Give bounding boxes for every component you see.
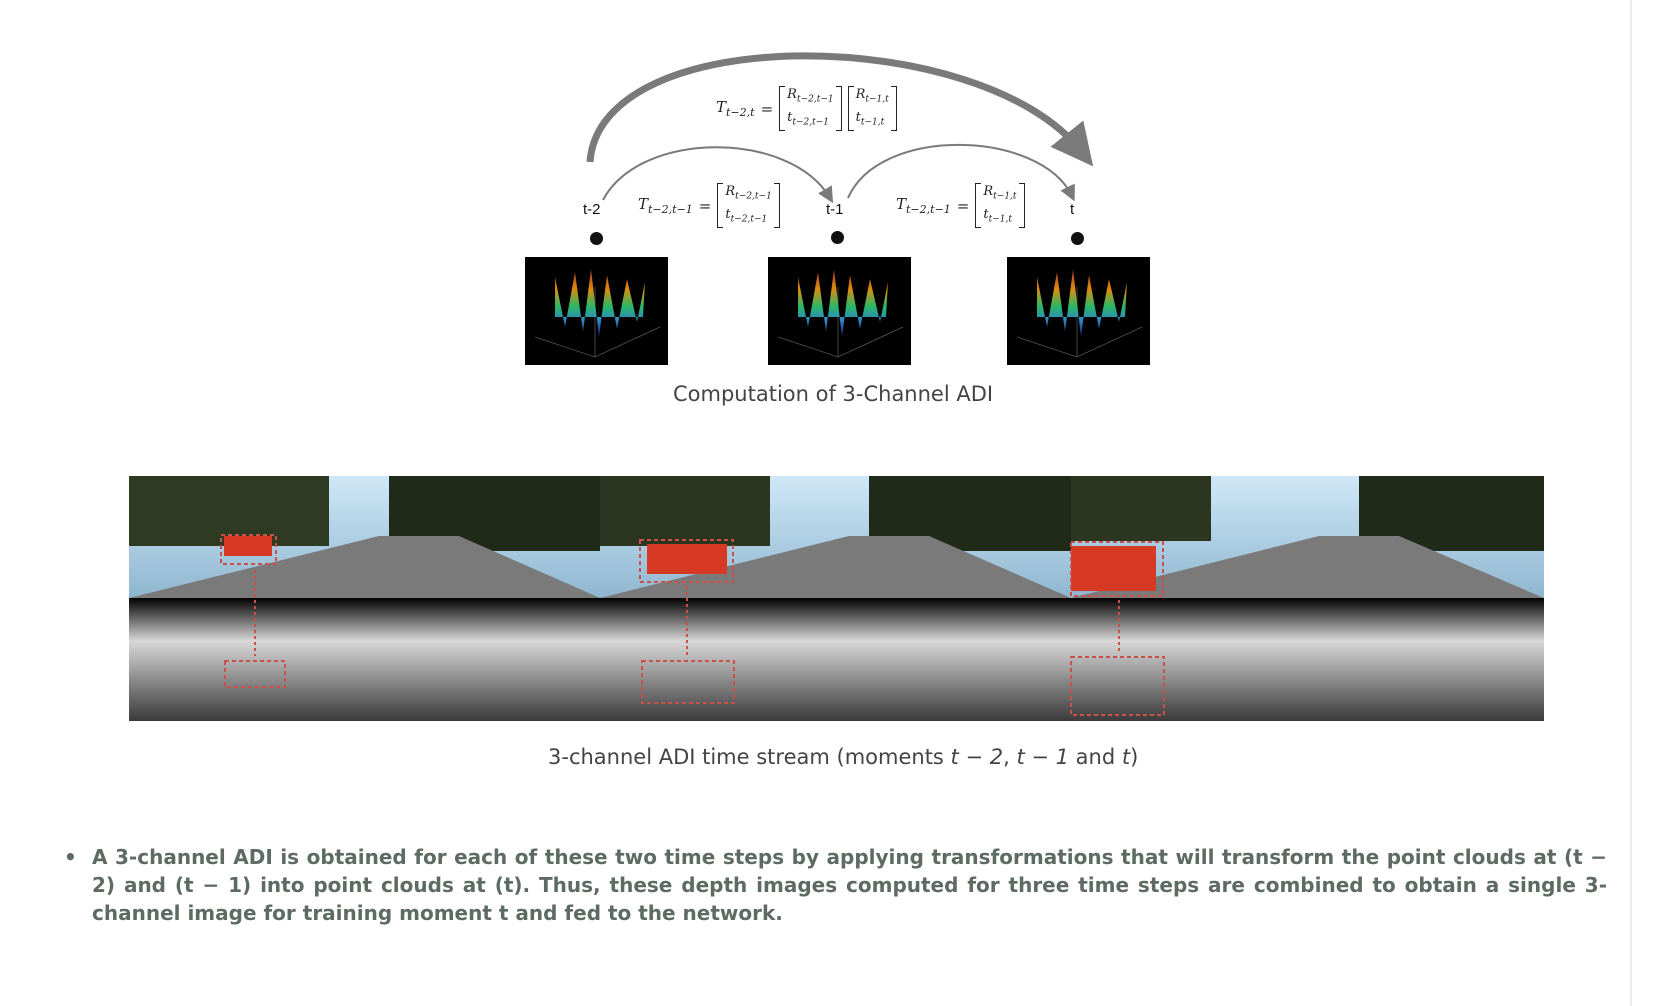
time-dot-t (1071, 232, 1084, 245)
point-cloud-plot-t (1007, 257, 1150, 365)
arrow-big (586, 52, 1094, 167)
depth-images (129, 598, 1544, 721)
stream-caption: 3-channel ADI time stream (moments t − 2… (548, 745, 1139, 769)
transform-arrows (586, 52, 1094, 204)
time-dot-t-2 (590, 232, 603, 245)
formula-top: Tt−2,t = Rt−2,t−1 tt−2,t−1 Rt−1,t tt−1,t (716, 86, 897, 132)
top-caption: Computation of 3-Channel ADI (673, 382, 994, 406)
matrix-2: Rt−1,t tt−1,t (847, 86, 897, 132)
time-label-t-2: t-2 (583, 201, 601, 218)
correspondence-arrows (254, 570, 1120, 656)
point-cloud-plot-t-2 (525, 257, 668, 365)
matrix-1: Rt−2,t−1 tt−2,t−1 (779, 86, 842, 132)
formula-right: Tt−2,t−1 = Rt−1,t tt−1,t (896, 183, 1025, 229)
bullet-paragraph: A 3-channel ADI is obtained for each of … (92, 845, 1607, 925)
point-cloud-plot-t-1 (768, 257, 911, 365)
camera-frame-t (1070, 476, 1544, 598)
camera-frame-t-2 (129, 476, 600, 598)
arrow-right (847, 143, 1075, 202)
formula-left: Tt−2,t−1 = Rt−2,t−1 tt−2,t−1 (638, 183, 780, 229)
slide-edge (1630, 0, 1632, 1006)
time-label-t-1: t-1 (826, 201, 844, 218)
adi-time-stream-image (129, 476, 1544, 721)
time-dot-t-1 (831, 231, 844, 244)
bullet-marker: • (64, 845, 77, 869)
time-label-t: t (1070, 201, 1075, 218)
arrow-left (602, 146, 834, 204)
camera-frame-t-1 (600, 476, 1071, 598)
